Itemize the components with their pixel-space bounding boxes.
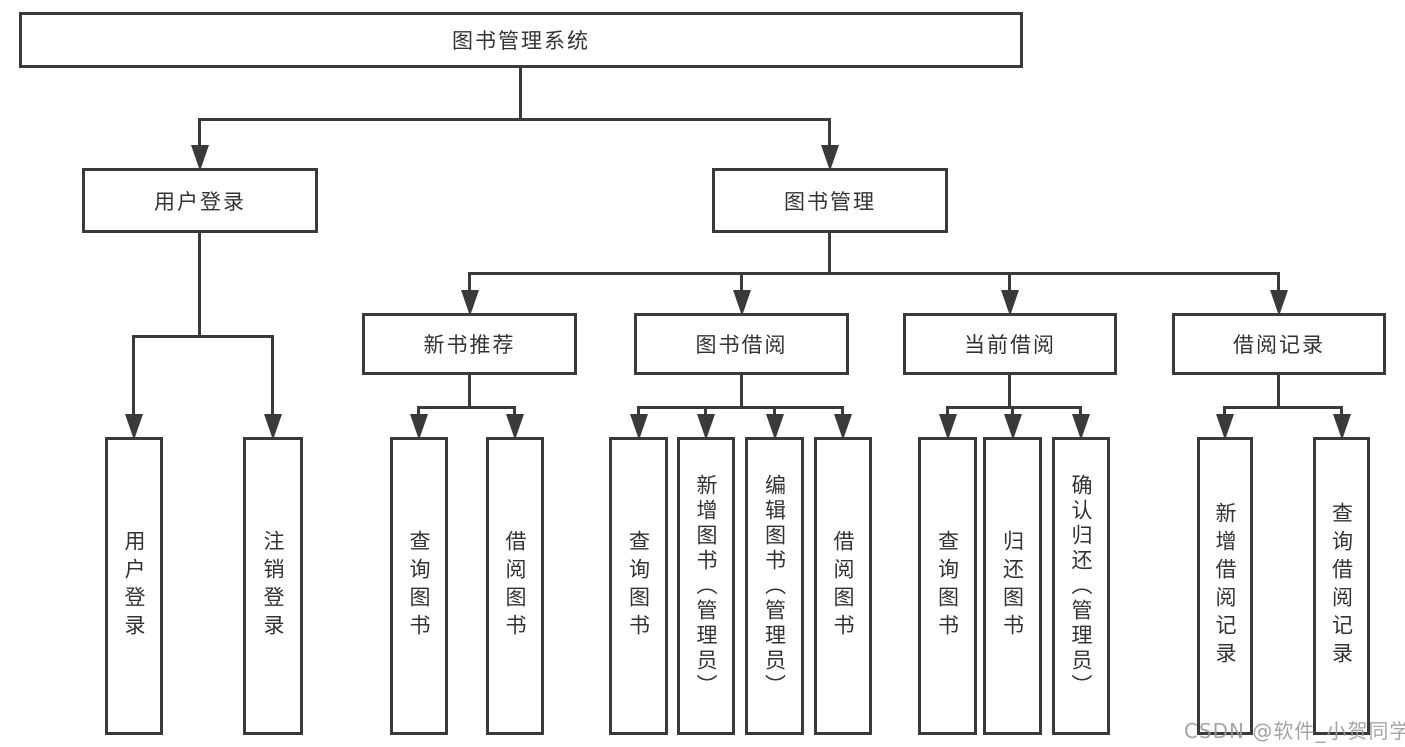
- node-label: 借阅图书: [831, 530, 855, 642]
- connector-arrowhead-icon: [264, 414, 282, 440]
- connector-branch: [740, 272, 743, 293]
- node-label: 新书推荐: [423, 333, 516, 357]
- connector-split: [1223, 406, 1343, 409]
- connector-branch: [1008, 272, 1011, 293]
- connector-stem: [468, 375, 471, 409]
- connector-branch: [704, 406, 707, 417]
- connector-split: [637, 406, 844, 409]
- connector-branch: [198, 118, 201, 148]
- connector-arrowhead-icon: [1004, 414, 1022, 440]
- connector-arrowhead-icon: [125, 414, 143, 440]
- connector-branch: [1340, 406, 1343, 417]
- connector-branch: [417, 406, 420, 417]
- connector-split: [132, 335, 274, 338]
- node-leaf-return-books: 归还图书: [983, 437, 1042, 735]
- node-label: 当前借阅: [964, 333, 1056, 357]
- connector-arrowhead-icon: [1333, 414, 1351, 440]
- connector-branch: [1079, 406, 1082, 417]
- connector-arrowhead-icon: [733, 290, 751, 316]
- node-leaf-add-borrow-record: 新增借阅记录: [1197, 437, 1253, 735]
- node-label: 用户登录: [122, 530, 146, 642]
- connector-branch: [132, 335, 135, 417]
- connector-arrowhead-icon: [1072, 414, 1090, 440]
- node-label: 查询图书: [626, 530, 651, 642]
- node-book-borrowing: 图书借阅: [634, 313, 849, 375]
- connector-stem: [828, 233, 831, 275]
- connector-branch: [828, 118, 831, 148]
- node-leaf-query-books-borrow: 查询图书: [609, 437, 668, 735]
- connector-arrowhead-icon: [766, 414, 784, 440]
- connector-branch: [1223, 406, 1226, 417]
- node-label: 用户登录: [154, 189, 246, 214]
- connector-arrowhead-icon: [939, 414, 957, 440]
- connector-arrowhead-icon: [1216, 414, 1234, 440]
- node-label: 借阅记录: [1233, 333, 1325, 357]
- connector-branch: [946, 406, 949, 417]
- connector-stem: [198, 233, 201, 338]
- node-leaf-query-books-rec: 查询图书: [390, 437, 448, 735]
- node-label: 查询图书: [935, 530, 960, 642]
- connector-branch: [1011, 406, 1014, 417]
- connector-split: [198, 118, 831, 121]
- node-label: 归还图书: [1000, 530, 1025, 642]
- node-borrowing-records: 借阅记录: [1172, 313, 1386, 375]
- connector-branch: [271, 335, 274, 417]
- node-new-book-recommend: 新书推荐: [362, 313, 577, 375]
- connector-arrowhead-icon: [697, 414, 715, 440]
- node-label: 查询借阅记录: [1329, 502, 1354, 670]
- node-label: 图书管理系统: [452, 29, 590, 53]
- node-leaf-borrow-books-rec: 借阅图书: [486, 437, 544, 735]
- node-label: 注销登录: [261, 530, 285, 642]
- csdn-watermark: CSDN @软件_小贺同学: [1184, 719, 1405, 743]
- node-label: 借阅图书: [503, 530, 527, 642]
- node-leaf-query-borrow-record: 查询借阅记录: [1313, 437, 1370, 735]
- node-leaf-edit-books-admin: 编辑图书（管理员）: [745, 437, 804, 735]
- connector-arrowhead-icon: [834, 414, 852, 440]
- connector-branch: [637, 406, 640, 417]
- connector-branch: [1277, 272, 1280, 293]
- connector-branch: [773, 406, 776, 417]
- connector-split: [946, 406, 1082, 409]
- connector-split: [468, 272, 1280, 275]
- connector-branch: [841, 406, 844, 417]
- node-leaf-logout: 注销登录: [243, 437, 303, 735]
- node-leaf-user-login: 用户登录: [105, 437, 163, 735]
- node-label: 图书管理: [784, 189, 876, 214]
- connector-arrowhead-icon: [1001, 290, 1019, 316]
- connector-arrowhead-icon: [410, 414, 428, 440]
- connector-arrowhead-icon: [506, 414, 524, 440]
- node-label: 新增借阅记录: [1213, 502, 1237, 670]
- connector-arrowhead-icon: [821, 145, 839, 171]
- connector-stem: [519, 68, 522, 121]
- node-label: 编辑图书（管理员）: [762, 473, 787, 699]
- node-leaf-add-books-admin: 新增图书（管理员）: [677, 437, 735, 735]
- node-leaf-confirm-return-admin: 确认归还（管理员）: [1052, 437, 1110, 735]
- node-label: 新增图书（管理员）: [694, 473, 718, 699]
- node-book-management: 图书管理: [712, 168, 948, 233]
- connector-arrowhead-icon: [630, 414, 648, 440]
- node-leaf-query-books-current: 查询图书: [918, 437, 977, 735]
- connector-split: [417, 406, 516, 409]
- node-current-borrowing: 当前借阅: [903, 313, 1117, 375]
- connector-branch: [468, 272, 471, 293]
- connector-branch: [513, 406, 516, 417]
- node-user-login: 用户登录: [82, 168, 318, 233]
- node-label: 确认归还（管理员）: [1069, 473, 1093, 699]
- connector-arrowhead-icon: [1270, 290, 1288, 316]
- connector-arrowhead-icon: [191, 145, 209, 171]
- connector-stem: [740, 375, 743, 409]
- connector-stem: [1008, 375, 1011, 409]
- connector-arrowhead-icon: [461, 290, 479, 316]
- connector-stem: [1277, 375, 1280, 409]
- node-label: 查询图书: [407, 530, 431, 642]
- node-root: 图书管理系统: [19, 12, 1023, 68]
- node-label: 图书借阅: [695, 333, 788, 357]
- node-leaf-borrow-books: 借阅图书: [814, 437, 872, 735]
